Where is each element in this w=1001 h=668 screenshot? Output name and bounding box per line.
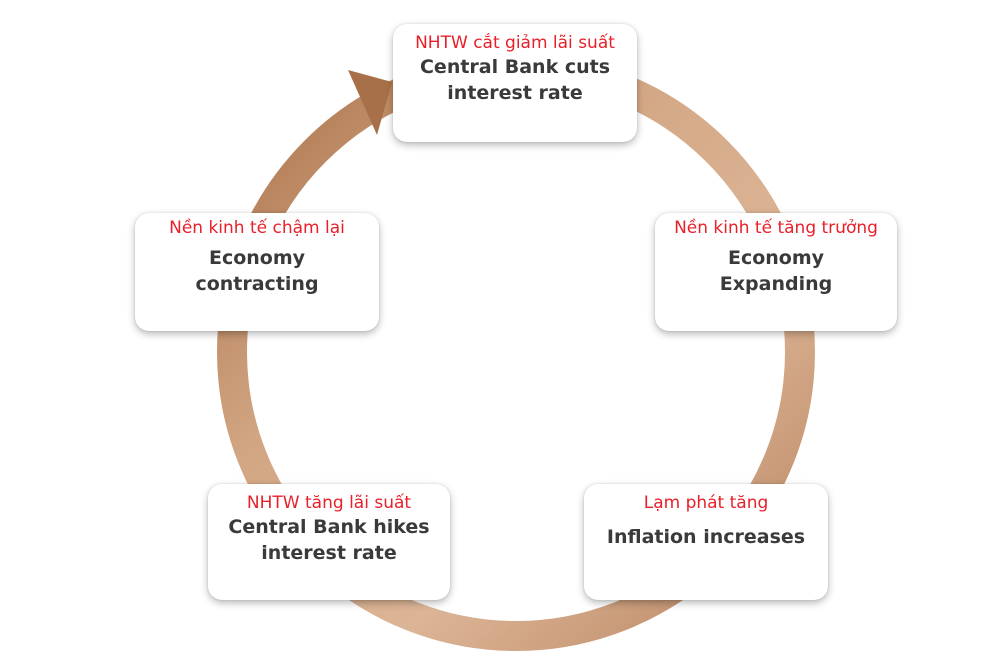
stage-contracting-en-label: Economy contracting	[135, 245, 379, 297]
stage-cuts-vi-label: NHTW cắt giảm lãi suất	[415, 33, 615, 53]
stage-inflation-vi-label: Lạm phát tăng	[643, 493, 769, 513]
stage-cuts-en-line1: Central Bank cuts	[419, 56, 611, 78]
stage-hikes-en-line2: interest rate	[261, 542, 397, 564]
stage-cuts-en-label: Central Bank cuts interest rate	[393, 54, 637, 106]
stage-central-bank-cuts: NHTW cắt giảm lãi suất Central Bank cuts…	[393, 24, 637, 142]
stage-expanding-vi-label: Nền kinh tế tăng trưởng	[674, 218, 878, 238]
stage-expanding-en-label: Economy Expanding	[655, 245, 897, 297]
stage-contracting-en-line1: Economy	[208, 247, 306, 269]
stage-hikes-en-label: Central Bank hikes interest rate	[208, 514, 450, 566]
stage-inflation-en-line1: Inflation increases	[606, 526, 806, 548]
stage-contracting-vi-label: Nền kinh tế chậm lại	[169, 218, 345, 238]
stage-contracting-en-line2: contracting	[195, 273, 319, 295]
stage-hikes-en-line1: Central Bank hikes	[228, 516, 430, 538]
stage-central-bank-hikes: NHTW tăng lãi suất Central Bank hikes in…	[208, 484, 450, 600]
stage-expanding-en-line1: Economy	[727, 247, 825, 269]
stage-cuts-en-line2: interest rate	[447, 82, 583, 104]
cycle-arrow-head	[348, 70, 392, 135]
stage-economy-contracting: Nền kinh tế chậm lại Economy contracting	[135, 213, 379, 331]
stage-expanding-en-line2: Expanding	[719, 273, 833, 295]
stage-inflation-increases: Lạm phát tăng Inflation increases	[584, 484, 828, 600]
stage-inflation-en-label: Inflation increases	[584, 524, 828, 550]
stage-economy-expanding: Nền kinh tế tăng trưởng Economy Expandin…	[655, 213, 897, 331]
stage-hikes-vi-label: NHTW tăng lãi suất	[246, 493, 412, 513]
